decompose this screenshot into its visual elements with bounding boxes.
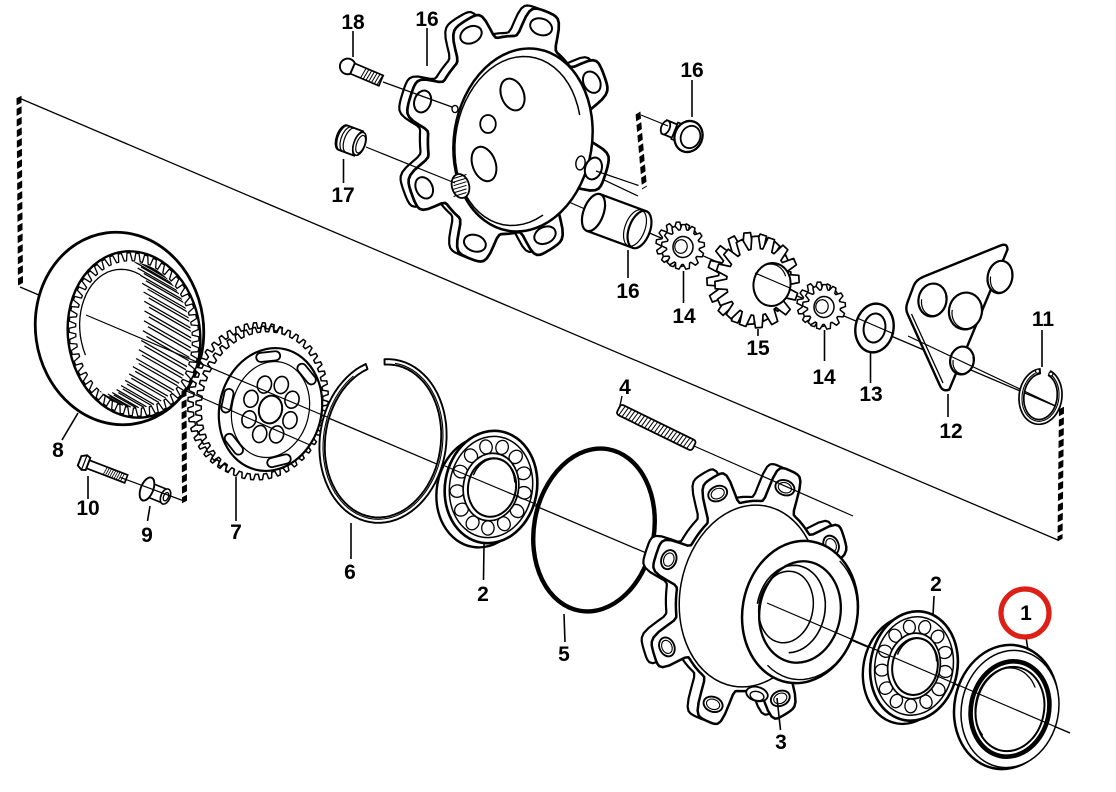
- svg-text:14: 14: [812, 366, 836, 389]
- svg-text:5: 5: [558, 643, 570, 666]
- svg-text:9: 9: [141, 524, 153, 547]
- svg-text:16: 16: [680, 59, 703, 82]
- svg-text:8: 8: [52, 439, 64, 462]
- svg-text:14: 14: [672, 305, 696, 328]
- svg-text:10: 10: [76, 497, 99, 520]
- svg-text:16: 16: [616, 280, 639, 303]
- svg-text:1: 1: [1020, 602, 1032, 625]
- svg-text:15: 15: [746, 337, 770, 360]
- svg-text:11: 11: [1032, 308, 1055, 331]
- svg-text:16: 16: [415, 8, 438, 31]
- svg-text:12: 12: [939, 420, 962, 443]
- svg-text:2: 2: [930, 573, 942, 596]
- svg-text:6: 6: [344, 561, 356, 584]
- svg-text:4: 4: [619, 376, 631, 399]
- svg-text:2: 2: [477, 583, 489, 606]
- svg-text:18: 18: [341, 11, 365, 34]
- svg-text:17: 17: [331, 184, 354, 207]
- svg-text:3: 3: [775, 731, 787, 754]
- svg-text:7: 7: [230, 521, 242, 544]
- svg-text:13: 13: [859, 383, 882, 406]
